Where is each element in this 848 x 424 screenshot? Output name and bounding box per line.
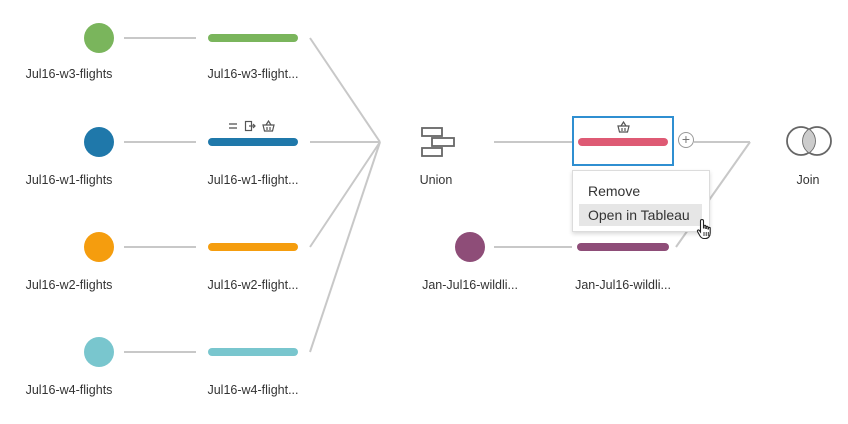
union-output-bar <box>578 138 668 146</box>
input-label-w4: Jul16-w4-flights <box>25 383 113 397</box>
clean-step-w2[interactable] <box>208 243 298 251</box>
input-node-w1[interactable] <box>84 127 114 157</box>
step-icons-w1 <box>228 120 275 132</box>
clean-icon <box>262 120 275 132</box>
connector-w4-union <box>309 141 381 353</box>
step-label-wildlife: Jan-Jul16-wildli... <box>575 278 671 292</box>
selected-clean-step[interactable] <box>572 116 674 166</box>
union-icon[interactable] <box>418 126 458 158</box>
input-label-w3: Jul16-w3-flights <box>25 67 113 81</box>
connector-w2-union <box>309 141 381 248</box>
context-menu: Remove Open in Tableau <box>572 170 710 232</box>
clean-step-w3[interactable] <box>208 34 298 42</box>
input-node-w4[interactable] <box>84 337 114 367</box>
menu-item-open-in-tableau[interactable]: Open in Tableau <box>579 204 702 226</box>
clean-icon <box>617 121 630 133</box>
input-node-w2[interactable] <box>84 232 114 262</box>
rename-icon <box>244 120 256 132</box>
input-label-wildlife: Jan-Jul16-wildli... <box>422 278 518 292</box>
input-label-w1: Jul16-w1-flights <box>25 173 113 187</box>
step-label-w2: Jul16-w2-flight... <box>207 278 299 292</box>
hand-cursor-icon <box>696 218 711 240</box>
menu-item-remove[interactable]: Remove <box>588 183 641 199</box>
clean-step-w1[interactable] <box>208 138 298 146</box>
add-step-button[interactable]: + <box>678 132 694 148</box>
clean-step-wildlife[interactable] <box>577 243 669 251</box>
join-label: Join <box>796 173 820 187</box>
step-label-w4: Jul16-w4-flight... <box>207 383 299 397</box>
input-label-w2: Jul16-w2-flights <box>25 278 113 292</box>
clean-step-w4[interactable] <box>208 348 298 356</box>
filter-icon <box>229 123 237 129</box>
input-node-w3[interactable] <box>84 23 114 53</box>
union-label: Union <box>419 173 453 187</box>
join-icon[interactable] <box>784 124 834 158</box>
connector-w3-union <box>309 37 381 143</box>
input-node-wildlife[interactable] <box>455 232 485 262</box>
step-label-w3: Jul16-w3-flight... <box>207 67 299 81</box>
step-label-w1: Jul16-w1-flight... <box>207 173 299 187</box>
